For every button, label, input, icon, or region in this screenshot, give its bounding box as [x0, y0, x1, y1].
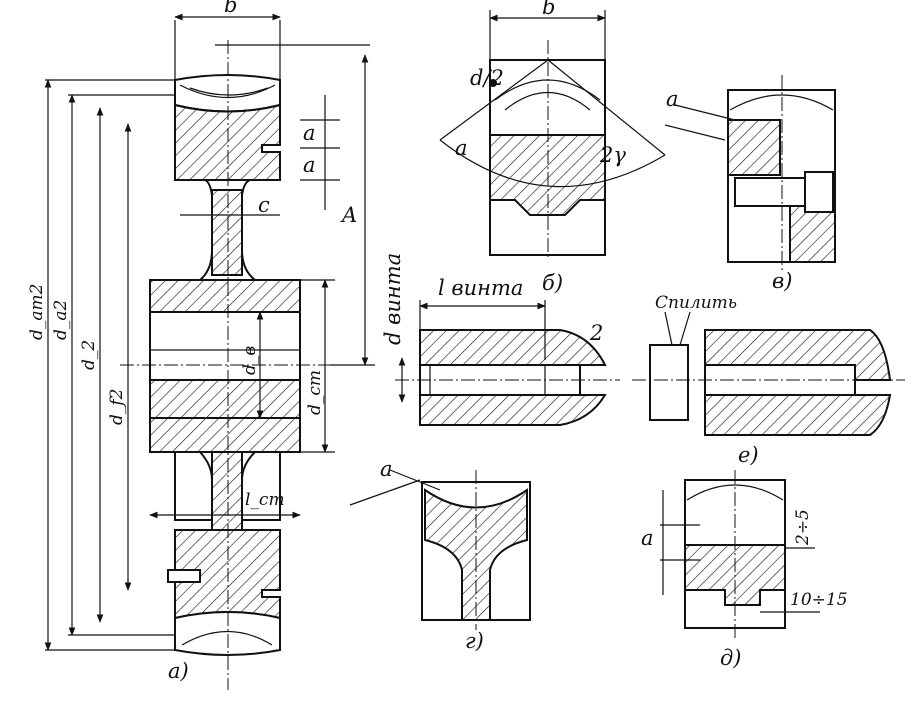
view-d: a 2÷5 10÷15 д) — [641, 470, 848, 670]
dim-d-2: d_2 — [79, 340, 99, 370]
dim-d-screw: d винта — [381, 253, 405, 345]
dim-range-2: 10÷15 — [790, 590, 848, 610]
dim-d-am2: d_am2 — [27, 284, 47, 340]
caption-a: а) — [168, 659, 189, 683]
dim-d-f2: d_f2 — [107, 389, 127, 426]
view-g: a г) — [349, 457, 531, 653]
caption-b: б) — [542, 271, 563, 295]
caption-e: е) — [738, 443, 759, 467]
view-a: b a a A c d_am2 d_a2 d_2 d_f2 d_в d_cm l… — [27, 0, 375, 690]
dim-c: c — [258, 193, 270, 217]
dim-d-b: d_в — [240, 346, 260, 375]
label-saw-off: Спилить — [655, 293, 737, 313]
dim-num-2: 2 — [589, 321, 603, 345]
dim-a-v: a — [666, 87, 679, 111]
caption-g: г) — [465, 629, 484, 653]
dim-a2: a — [303, 153, 316, 177]
dim-l-st: l_cm — [245, 490, 285, 510]
dim-a-b: a — [455, 136, 468, 160]
dim-A: A — [340, 203, 357, 227]
dim-a-g: a — [380, 457, 393, 481]
dim-2gamma: 2γ — [599, 143, 626, 167]
caption-v: в) — [772, 269, 792, 293]
dim-a1: a — [303, 121, 316, 145]
dim-b: b — [224, 0, 237, 17]
screw-detail: l винта d винта 2 — [381, 253, 620, 426]
dim-d-st: d_cm — [305, 370, 325, 415]
dim-range-1: 2÷5 — [793, 509, 813, 546]
dim-d-half: d/2 — [470, 66, 504, 90]
dim-a-d: a — [641, 526, 654, 550]
caption-d: д) — [720, 646, 742, 670]
dim-d-a2: d_a2 — [51, 300, 71, 340]
view-b: b d/2 a 2γ б) — [439, 0, 666, 295]
dim-l-screw: l винта — [438, 276, 523, 300]
view-v: a в) — [664, 75, 836, 293]
view-e: Спилить е) — [632, 293, 905, 467]
dim-b-b: b — [542, 0, 555, 19]
